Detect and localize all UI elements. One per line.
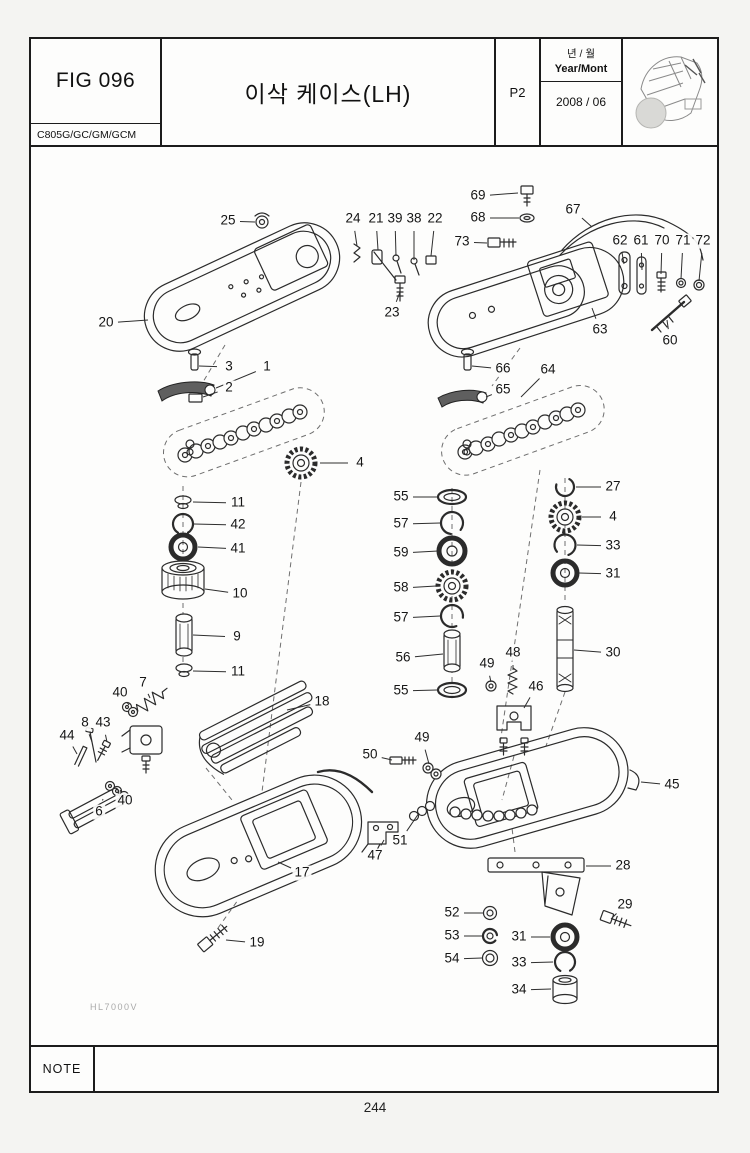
date-value: 2008 / 06 [555,95,607,109]
date-label-english: Year/Mont [541,61,621,82]
date-label-korean: 년 / 월 [566,48,596,60]
watermark: HL7000V [90,1002,139,1012]
model-code: C805G/GC/GM/GCM [31,123,160,145]
figure-cell: FIG 096 C805G/GC/GM/GCM [31,39,162,145]
date-cell: 년 / 월 Year/Mont 2008 / 06 [541,39,623,145]
figure-title: 이삭 케이스(LH) [162,39,496,145]
note-box: NOTE [31,1045,717,1091]
figure-number: FIG 096 [55,69,136,92]
note-label: NOTE [31,1047,95,1091]
header: FIG 096 C805G/GC/GM/GCM 이삭 케이스(LH) P2 년 … [31,39,717,147]
page-number: 244 [363,1100,387,1115]
machine-thumbnail [623,39,717,145]
note-content [95,1047,717,1091]
page-code: P2 [496,39,541,145]
page-frame: FIG 096 C805G/GC/GM/GCM 이삭 케이스(LH) P2 년 … [29,37,719,1093]
machine-sketch [635,56,706,129]
